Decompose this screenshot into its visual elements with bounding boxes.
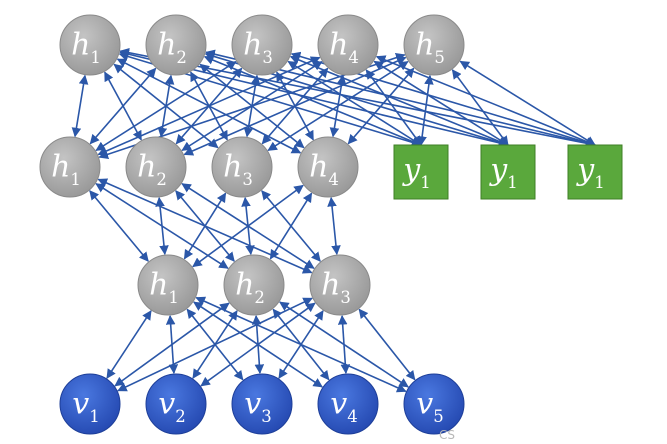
top-hidden-node-4: h4 — [317, 14, 379, 76]
visible-node-label: v1 — [72, 387, 99, 426]
top-hidden-node-3: h3 — [231, 14, 293, 76]
top-hidden-node-circle — [145, 14, 207, 76]
visible-node-circle — [231, 373, 293, 435]
mid-hidden-node-label: h1 — [51, 150, 81, 189]
edge-h1-h2-3-3 — [261, 190, 321, 262]
output-node-label: y1 — [401, 153, 430, 192]
edge-v-h1-3-1 — [186, 308, 244, 381]
low-hidden-node-label: h1 — [149, 268, 179, 307]
edge-v-h1-5-1 — [195, 296, 407, 393]
low-hidden-node-label: h3 — [321, 268, 351, 307]
low-hidden-node-label: h2 — [235, 268, 265, 307]
watermark: CS — [439, 428, 455, 442]
edge-h2-h3-1-1 — [71, 74, 89, 138]
visible-node-4: v4 — [317, 373, 379, 435]
edge-v-h1-5-3 — [358, 308, 416, 381]
visible-node-1: v1 — [59, 373, 121, 435]
top-hidden-node-circle — [231, 14, 293, 76]
output-node-box — [393, 144, 449, 200]
edge-h1-h2-1-1 — [89, 190, 149, 262]
mid-hidden-node-4: h4 — [297, 136, 359, 198]
output-node-2: y1 — [480, 144, 536, 200]
top-hidden-node-label: h3 — [243, 28, 273, 67]
mid-hidden-node-label: h3 — [223, 150, 253, 189]
network-nodes: h1 h2 h3 h4 h5 h1 h2 h3 h4 h1 h2 h3 v1 v2 v3 v4 v5 y1 y1 y1 — [39, 14, 623, 435]
edge-h3-y-5-3 — [459, 60, 596, 146]
low-hidden-node-2: h2 — [223, 254, 285, 316]
top-hidden-node-label: h1 — [71, 28, 101, 67]
top-hidden-node-circle — [59, 14, 121, 76]
output-node-box — [480, 144, 536, 200]
output-node-box — [567, 144, 623, 200]
mid-hidden-node-label: h4 — [309, 150, 339, 189]
edge-h1-h2-3-4 — [327, 196, 341, 256]
visible-node-label: v2 — [158, 387, 185, 426]
mid-hidden-node-circle — [211, 136, 273, 198]
low-hidden-node-circle — [137, 254, 199, 316]
low-hidden-node-1: h1 — [137, 254, 199, 316]
top-hidden-node-1: h1 — [59, 14, 121, 76]
visible-node-2: v2 — [145, 373, 207, 435]
top-hidden-node-5: h5 — [403, 14, 465, 76]
visible-node-label: v4 — [330, 387, 357, 426]
top-hidden-node-label: h5 — [415, 28, 445, 67]
top-hidden-node-2: h2 — [145, 14, 207, 76]
visible-node-circle — [317, 373, 379, 435]
output-node-label: y1 — [488, 153, 517, 192]
edge-h3-y-5-1 — [417, 74, 434, 146]
edge-v-h1-1-1 — [106, 310, 152, 379]
edge-v-h1-2-1 — [165, 314, 179, 375]
mid-hidden-node-1: h1 — [39, 136, 101, 198]
visible-node-label: v5 — [416, 387, 443, 426]
output-node-3: y1 — [567, 144, 623, 200]
top-hidden-node-circle — [317, 14, 379, 76]
low-hidden-node-3: h3 — [309, 254, 371, 316]
output-node-1: y1 — [393, 144, 449, 200]
low-hidden-node-circle — [309, 254, 371, 316]
output-node-label: y1 — [575, 153, 604, 192]
visible-node-label: v3 — [244, 387, 271, 426]
mid-hidden-node-circle — [39, 136, 101, 198]
visible-node-5: v5 — [403, 373, 465, 435]
low-hidden-node-circle — [223, 254, 285, 316]
top-hidden-node-circle — [403, 14, 465, 76]
visible-node-circle — [403, 373, 465, 435]
mid-hidden-node-2: h2 — [125, 136, 187, 198]
mid-hidden-node-circle — [297, 136, 359, 198]
mid-hidden-node-label: h2 — [137, 150, 167, 189]
top-hidden-node-label: h2 — [157, 28, 187, 67]
visible-node-3: v3 — [231, 373, 293, 435]
connection-edges — [71, 47, 596, 393]
visible-node-circle — [145, 373, 207, 435]
mid-hidden-node-circle — [125, 136, 187, 198]
mid-hidden-node-3: h3 — [211, 136, 273, 198]
top-hidden-node-label: h4 — [329, 28, 359, 67]
visible-node-circle — [59, 373, 121, 435]
